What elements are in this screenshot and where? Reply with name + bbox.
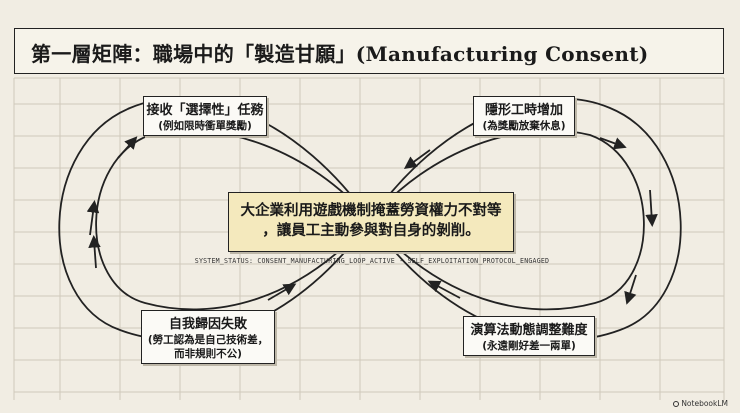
node-selective-task: 接收「選擇性」任務 (例如限時衝單獎勵) (143, 96, 267, 136)
flow-arrows (86, 124, 658, 305)
node-self-attribution-note-1: (勞工認為是自己技術差， (147, 334, 269, 346)
brand-name: NotebookLM (681, 399, 728, 408)
node-algorithm-difficulty-title: 演算法動態調整難度 (470, 323, 588, 338)
node-self-attribution-title: 自我歸因失敗 (168, 317, 247, 332)
title-band: 第一層矩陣：職場中的「製造甘願」(Manufacturing Consent) (14, 28, 724, 74)
center-thesis-line-1: 大企業利用遊戲機制掩蓋勞資權力不對等 (240, 203, 502, 219)
system-status-line: SYSTEM_STATUS: CONSENT_MANUFACTURING_LOO… (194, 257, 550, 265)
node-selective-task-note: (例如限時衝單獎勵) (158, 120, 252, 132)
arrow-right-inner (403, 149, 431, 169)
arrow-left-side (86, 200, 100, 236)
arrow-right-lower (624, 274, 637, 305)
arrow-right-top (599, 137, 627, 150)
diagram-title: 第一層矩陣：職場中的「製造甘願」(Manufacturing Consent) (31, 42, 649, 66)
node-algorithm-difficulty: 演算法動態調整難度 (永遠剛好差一兩單) (463, 316, 595, 356)
node-hidden-hours-title: 隱形工時增加 (484, 103, 563, 118)
notebooklm-logo-icon (673, 401, 680, 407)
brand-watermark: NotebookLM (673, 399, 728, 408)
center-thesis-box: 大企業利用遊戲機制掩蓋勞資權力不對等 ，讓員工主動參與對自身的剝削。 (228, 192, 514, 252)
arrow-left-bottom (267, 283, 297, 301)
center-thesis-line-2: ，讓員工主動參與對自身的剝削。 (262, 223, 480, 239)
node-self-attribution: 自我歸因失敗 (勞工認為是自己技術差， 而非規則不公) (141, 310, 275, 364)
arrow-left-upper (117, 136, 138, 159)
arrow-right-side (645, 189, 658, 228)
arrow-left-lower (88, 234, 101, 269)
node-self-attribution-note-2: 而非規則不公) (174, 348, 242, 360)
node-hidden-hours: 隱形工時增加 (為獎勵放棄休息) (473, 96, 575, 136)
node-algorithm-difficulty-note: (永遠剛好差一兩單) (482, 340, 576, 352)
node-selective-task-title: 接收「選擇性」任務 (146, 103, 264, 118)
node-hidden-hours-note: (為獎勵放棄休息) (482, 120, 566, 132)
arrow-right-bottom (427, 280, 461, 299)
